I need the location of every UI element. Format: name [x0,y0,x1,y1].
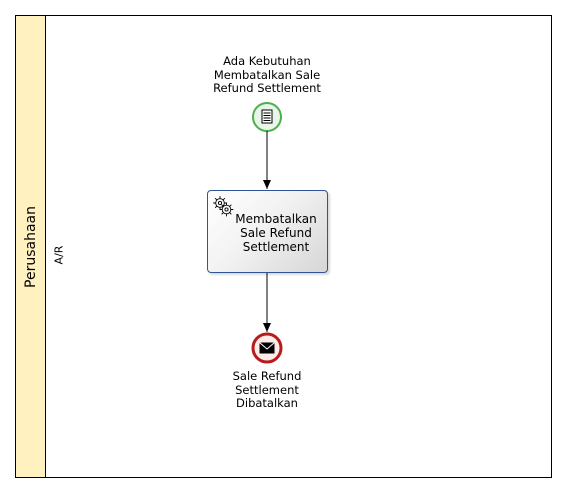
service-task[interactable]: Membatalkan Sale Refund Settlement [207,190,328,273]
task-label-line: Membatalkan [235,212,317,226]
start-event[interactable] [252,102,282,132]
end-event-label-line: Sale Refund [232,369,302,383]
start-event-label-line: Refund Settlement [213,81,321,95]
end-event-label-line: Settlement [235,382,299,397]
start-event-label-line: Ada Kebutuhan [223,54,311,68]
envelope-icon [259,342,275,354]
start-event-label-line: Membatalkan Sale [213,67,321,82]
task-label-line: Settlement [242,240,310,254]
task-label: Membatalkan Sale Refund Settlement [224,212,328,254]
gear-icon [213,196,234,217]
start-event-label: Ada Kebutuhan Membatalkan Sale Refund Se… [197,54,337,96]
task-label-line: Sale Refund [240,226,312,240]
end-event-label: Sale Refund Settlement Dibatalkan [207,369,327,411]
document-icon [261,109,273,124]
end-event-label-line: Dibatalkan [236,396,298,410]
pool: Perusahaan [15,15,552,478]
pool-header: Perusahaan [16,16,46,477]
end-event[interactable] [251,332,283,364]
